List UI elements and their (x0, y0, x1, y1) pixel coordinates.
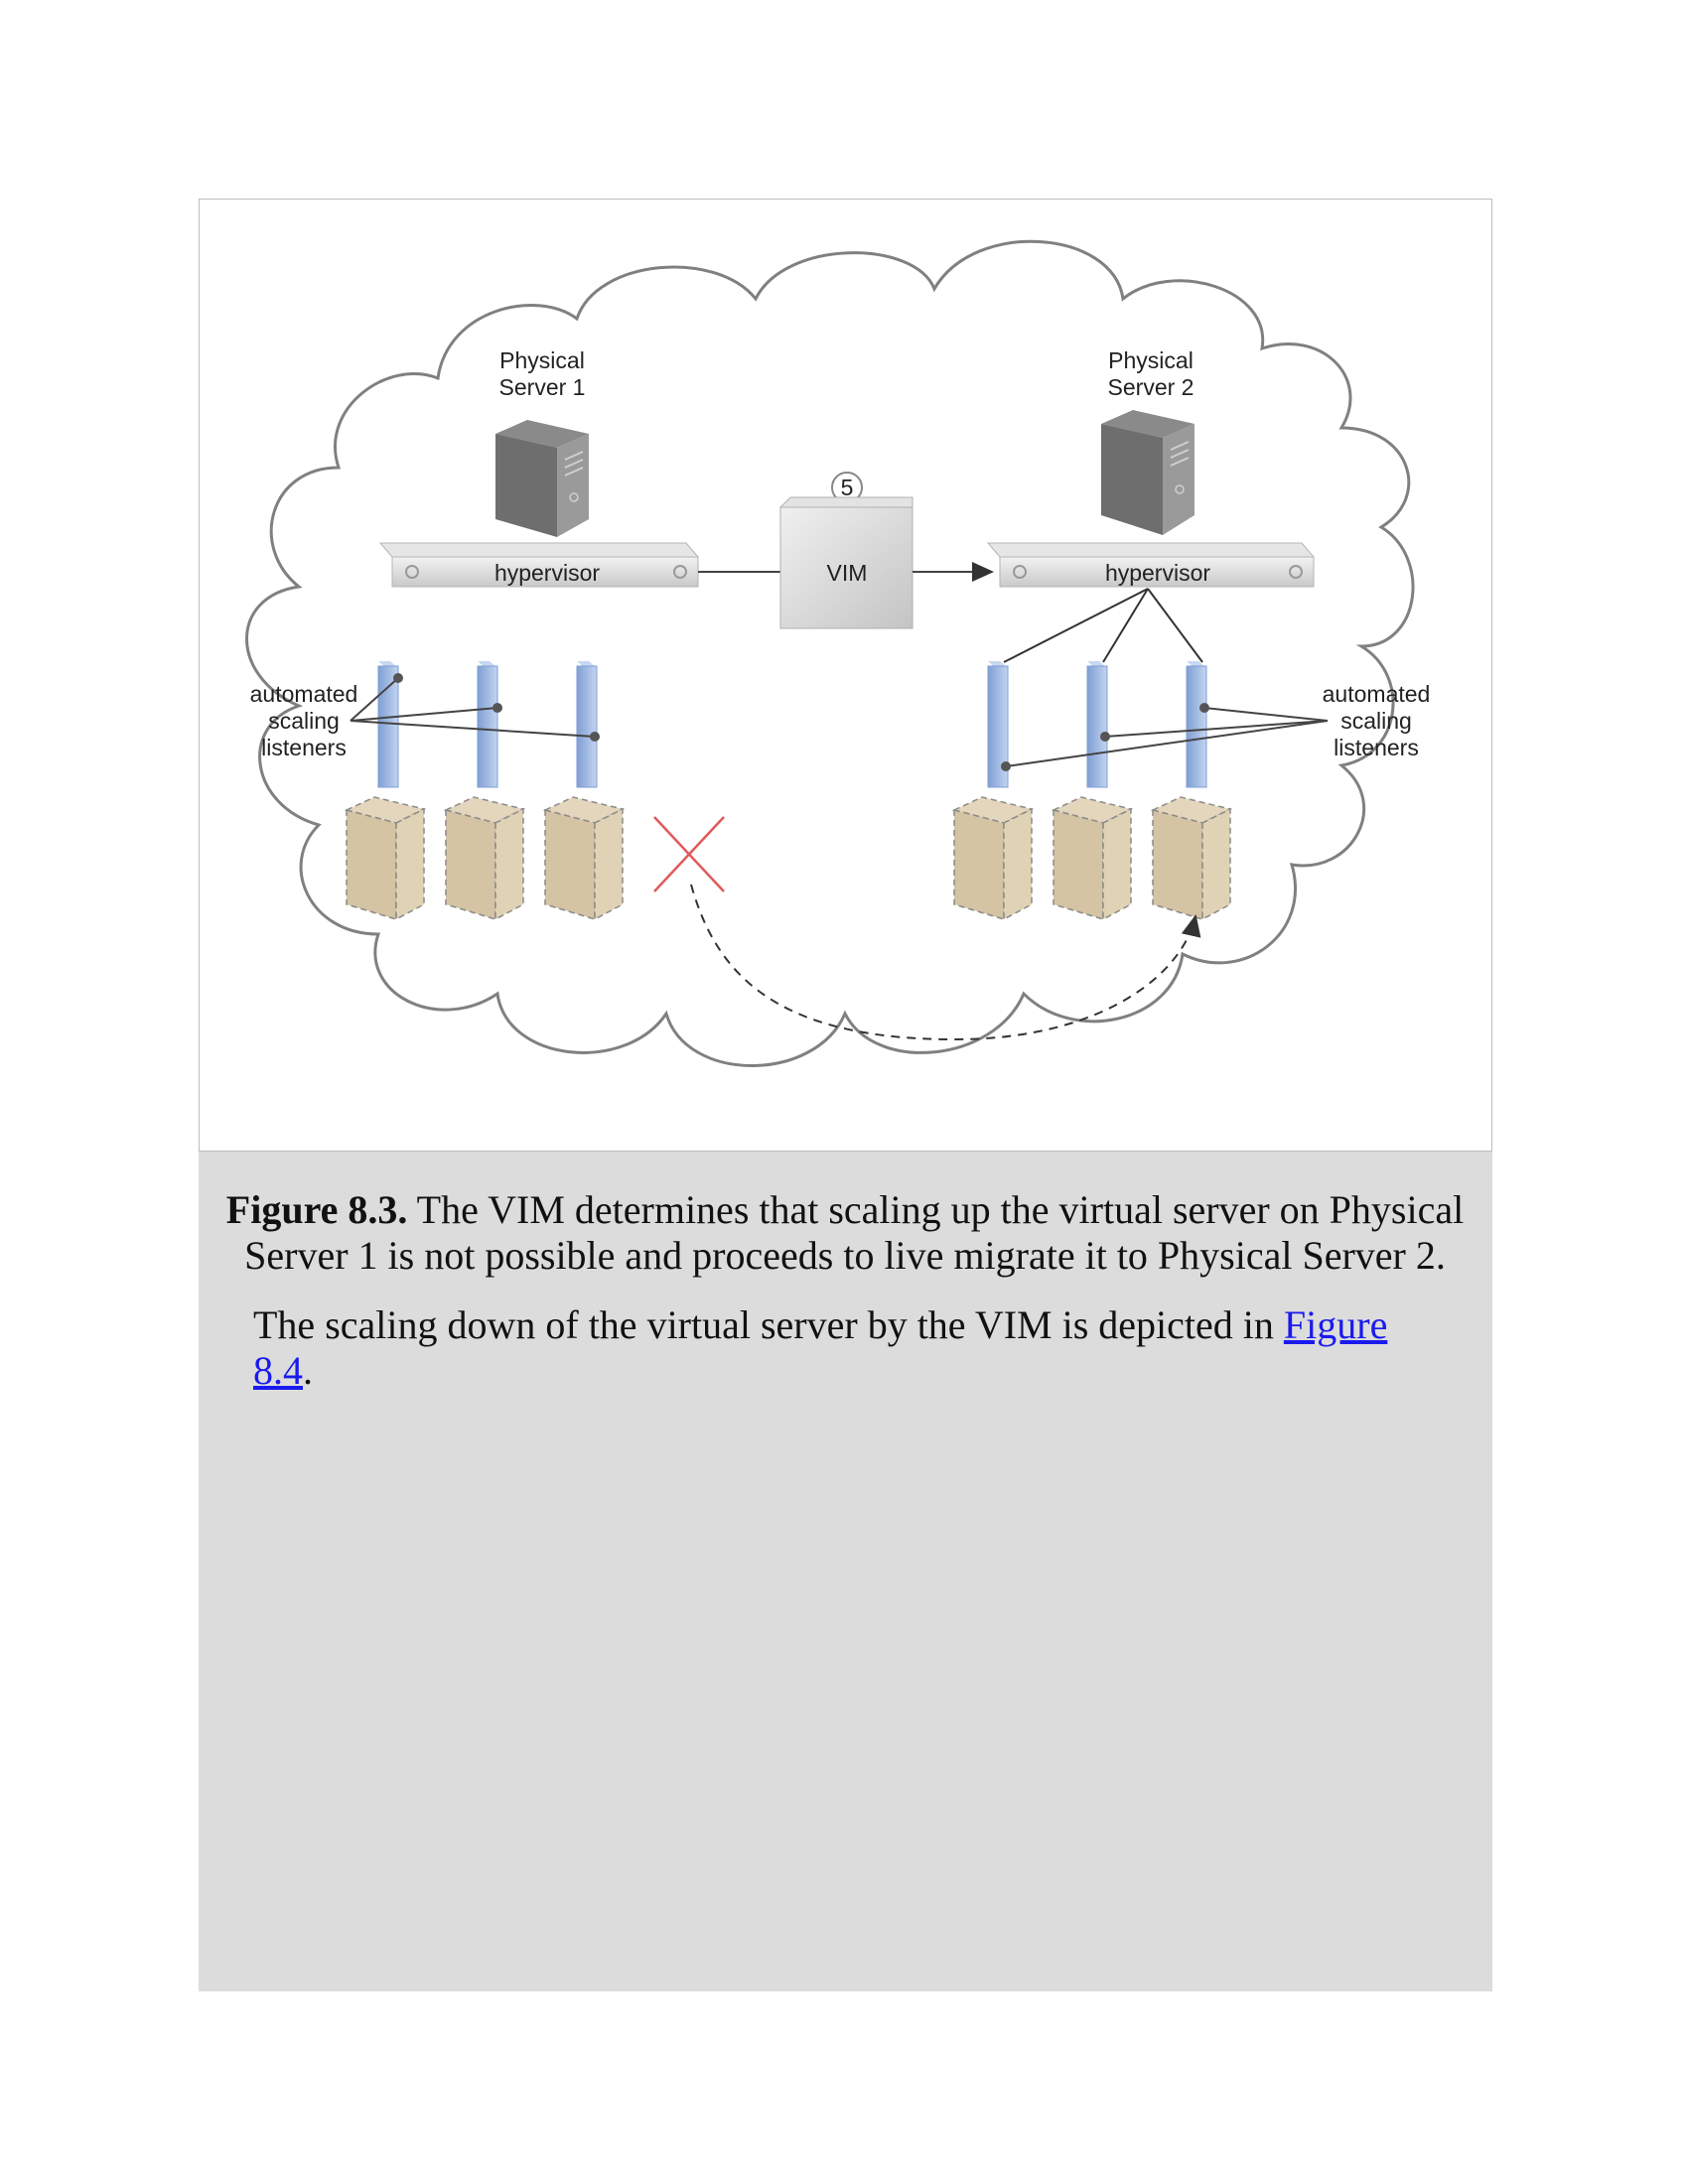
listeners-right-dots (1001, 703, 1209, 771)
cloud-outline (245, 239, 1415, 1067)
listeners-left-label-line3: listeners (261, 735, 347, 760)
physical-server-2-label-line2: Server 2 (1108, 374, 1195, 400)
body-paragraph: The scaling down of the virtual server b… (253, 1302, 1445, 1394)
caption-text: The VIM determines that scaling up the v… (244, 1187, 1465, 1278)
virtual-server-right-2 (1051, 796, 1134, 921)
vim-box (778, 496, 914, 629)
physical-server-2-label-line1: Physical (1108, 347, 1194, 373)
listeners-left-label-line1: automated (250, 681, 358, 707)
figure-8-4-link[interactable]: Figure 8.4 (253, 1302, 1388, 1393)
virtual-server-right-3 (1150, 796, 1233, 921)
physical-server-1-label-line1: Physical (499, 347, 585, 373)
hypervisor-2-bar (986, 542, 1316, 588)
listeners-right-pointer-lines (1005, 707, 1329, 767)
physical-server-1-icon (495, 420, 589, 537)
hypervisor-1-label: hypervisor (494, 560, 600, 586)
listener-left-3 (576, 661, 598, 788)
listeners-left-pointer-lines (350, 677, 596, 738)
figure-image: Physical Server 1 hypervisor 5 (199, 199, 1492, 1152)
virtual-server-left-3 (542, 796, 626, 921)
failed-scaling-x-icon (653, 816, 725, 892)
listeners-right-label-line1: automated (1323, 681, 1431, 707)
listener-right-2 (1086, 661, 1108, 788)
paragraph-text: The scaling down of the virtual server b… (253, 1302, 1284, 1347)
live-migration-diagram: Physical Server 1 hypervisor 5 (245, 239, 1431, 1067)
listeners-left-dots (393, 673, 600, 742)
virtual-server-left-1 (344, 796, 427, 921)
left-listeners (377, 661, 598, 788)
physical-server-2-icon (1101, 410, 1195, 535)
virtual-server-left-2 (443, 796, 526, 921)
virtual-servers-left (344, 796, 626, 921)
virtual-servers-right (951, 796, 1233, 921)
hypervisor-1-bar (378, 542, 700, 588)
listener-right-3 (1186, 661, 1207, 788)
physical-server-1-label-line2: Server 1 (499, 374, 586, 400)
listener-right-1 (987, 661, 1009, 788)
vim-label: VIM (827, 560, 868, 586)
hypervisor2-listener-links (1003, 588, 1203, 663)
paragraph-text-end: . (303, 1348, 313, 1393)
listeners-right-label-line2: scaling (1340, 708, 1412, 734)
hypervisor-2-label: hypervisor (1105, 560, 1210, 586)
figure-caption: Figure 8.3. The VIM determines that scal… (214, 1187, 1476, 1279)
listeners-right-label-line3: listeners (1334, 735, 1419, 760)
listener-left-1 (377, 661, 399, 788)
listeners-left-label-line2: scaling (268, 708, 340, 734)
caption-label: Figure 8.3. (225, 1187, 408, 1232)
step-number: 5 (841, 475, 854, 500)
listener-left-2 (477, 661, 498, 788)
virtual-server-right-1 (951, 796, 1035, 921)
migration-arrow (690, 884, 1201, 1041)
right-listeners (987, 661, 1207, 788)
